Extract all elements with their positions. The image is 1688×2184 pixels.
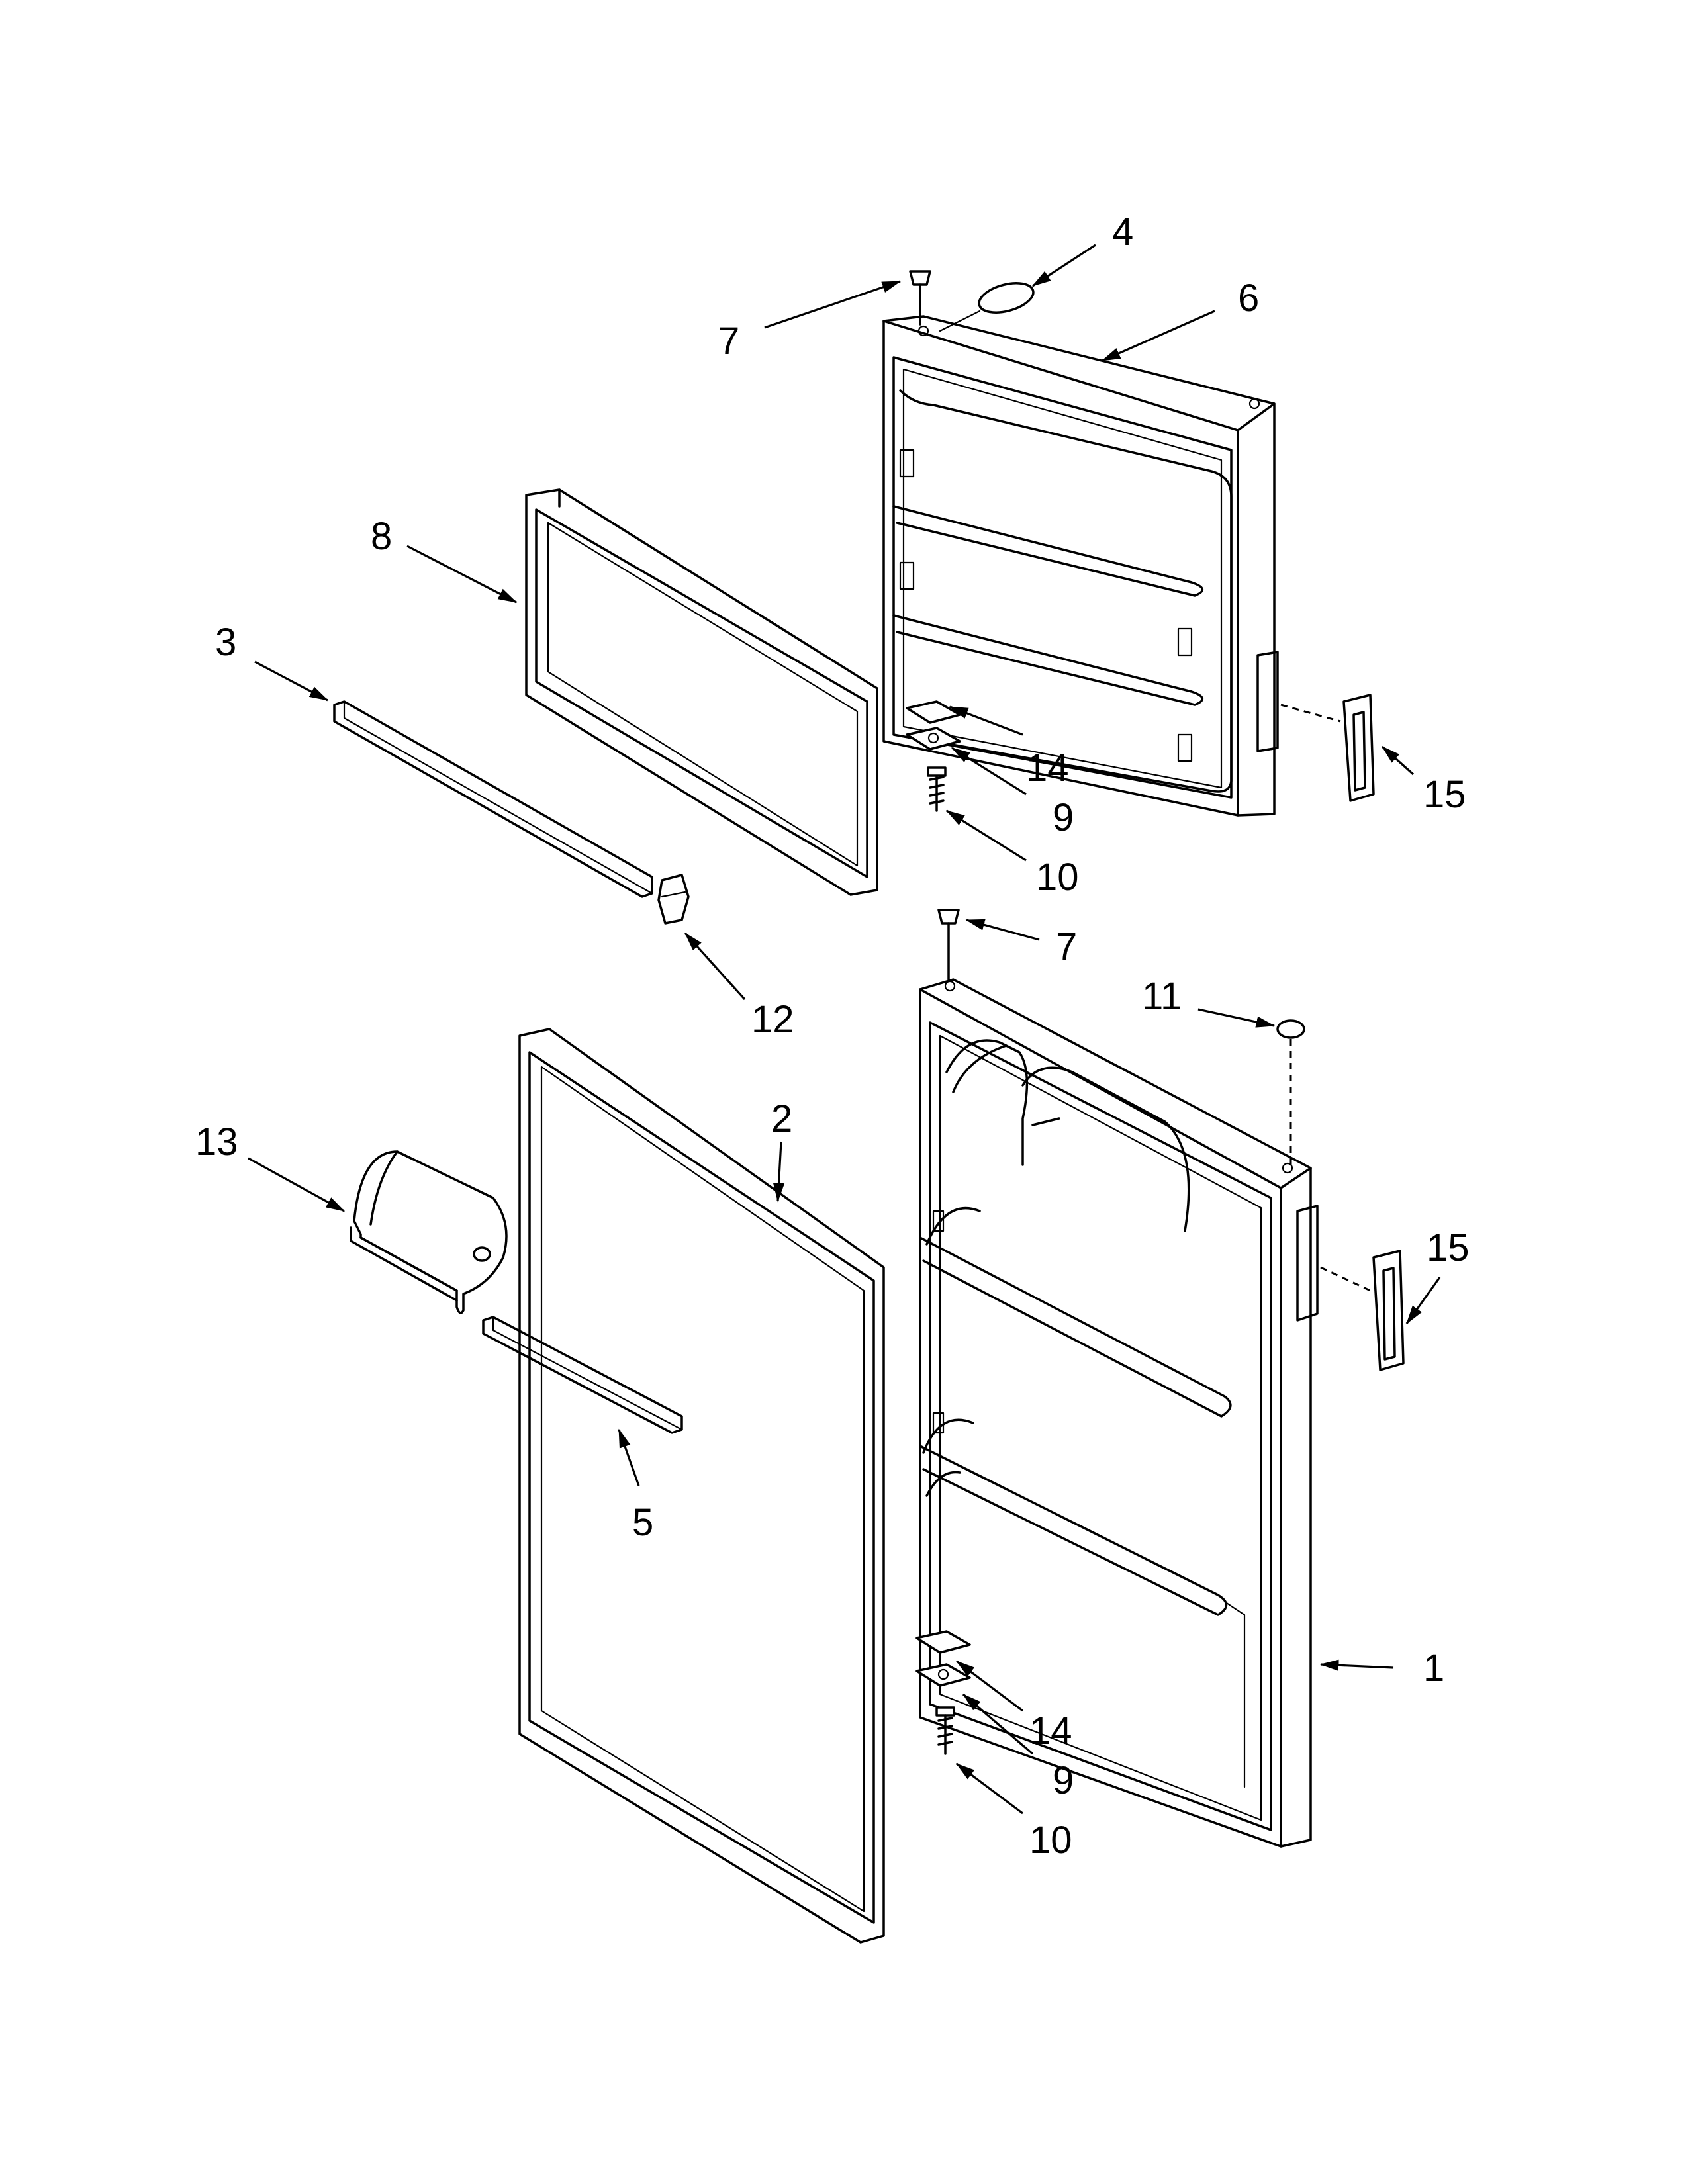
- callout-11: 11: [1142, 975, 1182, 1018]
- callout-15: 15: [1423, 773, 1466, 816]
- callout-14: 14: [1026, 747, 1069, 790]
- callout-14: 14: [1029, 1709, 1072, 1752]
- freezer-door: [882, 315, 1279, 817]
- callout-12: 12: [751, 998, 794, 1041]
- callout-13: 13: [195, 1120, 238, 1163]
- fresh-food-gasket: [518, 1028, 885, 1944]
- callout-6: 6: [1238, 277, 1259, 320]
- callout-15: 15: [1427, 1226, 1470, 1269]
- fresh-food-door: [919, 978, 1319, 1848]
- callout-2: 2: [771, 1097, 792, 1140]
- callout-3: 3: [215, 621, 236, 664]
- callout-9: 9: [1053, 1759, 1074, 1802]
- callout-10: 10: [1029, 1819, 1072, 1862]
- freezer-gasket: [525, 488, 878, 896]
- hinge-lower: [915, 1630, 971, 1755]
- washer-part: [978, 282, 1035, 314]
- clip-part: [657, 874, 690, 925]
- callout-1: 1: [1423, 1647, 1444, 1690]
- callout-5: 5: [632, 1501, 653, 1544]
- callout-4: 4: [1112, 210, 1133, 253]
- cover-part: [350, 1150, 508, 1314]
- callout-7: 7: [718, 320, 739, 363]
- hinge-upper: [906, 700, 961, 812]
- freezer-strip: [333, 700, 653, 898]
- handle-lower: [1372, 1250, 1405, 1371]
- door-pin-upper: [909, 270, 931, 326]
- leader-lines: [248, 244, 1441, 1815]
- callout-7: 7: [1056, 925, 1077, 968]
- callout-8: 8: [371, 515, 392, 558]
- callout-9: 9: [1053, 796, 1074, 839]
- callout-10: 10: [1036, 856, 1079, 899]
- door-pin-lower: [937, 909, 960, 981]
- callout-labels: 4 7 6 8 3 14 9 10 15 12 7 11 13 2 15 5 1…: [195, 210, 1470, 1862]
- handle-upper: [1342, 694, 1375, 802]
- plug-part: [1276, 1019, 1305, 1039]
- fresh-food-strip: [482, 1316, 683, 1434]
